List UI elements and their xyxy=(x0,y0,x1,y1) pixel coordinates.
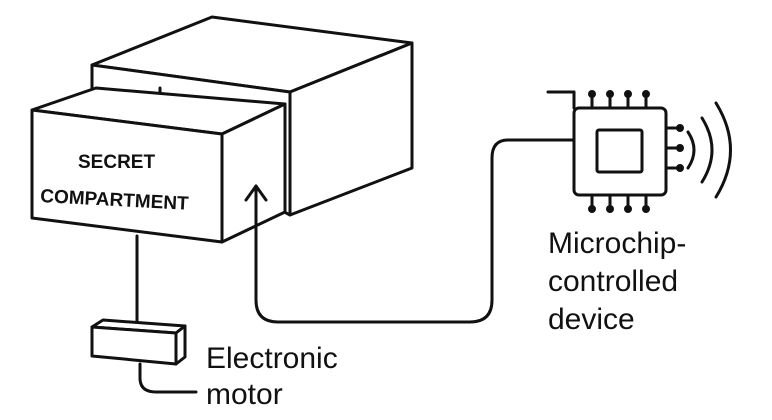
motor-block xyxy=(90,318,187,366)
chip-pins xyxy=(588,90,684,213)
wireless-signal-icon xyxy=(686,101,732,199)
chip-body xyxy=(572,106,668,197)
chip-core xyxy=(595,128,644,174)
motor-label-leader xyxy=(138,362,198,394)
chip-to-drawer-wire xyxy=(254,138,576,324)
drawer-arrowhead xyxy=(244,184,268,202)
device-label-line1: Microchip- xyxy=(548,227,686,260)
drawer-label-line1: SECRET xyxy=(78,152,155,173)
microchip xyxy=(546,90,732,213)
device-label-line2: controlled xyxy=(548,265,678,298)
motor-label-line1: Electronic xyxy=(206,342,338,375)
motor-block-side xyxy=(174,324,187,366)
drawer xyxy=(30,86,287,244)
drawer-front xyxy=(30,108,224,244)
cabinet-side xyxy=(288,41,414,217)
motor-block-front xyxy=(90,325,178,366)
device-label-line3: device xyxy=(548,303,635,336)
motor-label-line2: motor xyxy=(206,378,283,411)
